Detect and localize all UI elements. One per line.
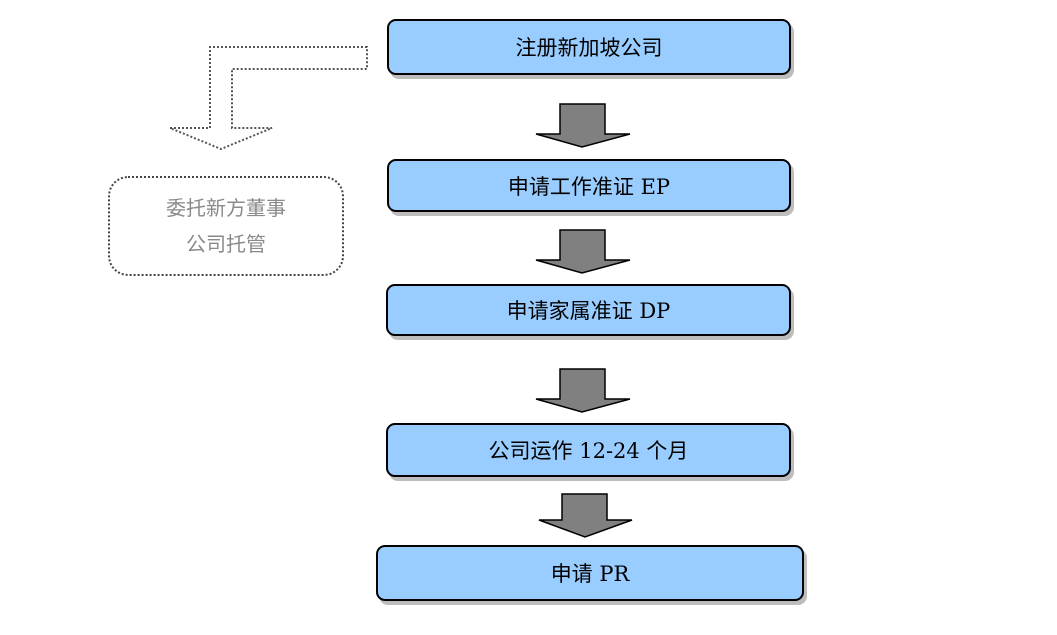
side-box-line2: 公司托管 (186, 232, 266, 256)
step-label: 申请 PR (550, 562, 630, 586)
step-box-register-company: 注册新加坡公司 (387, 19, 791, 75)
step-label: 申请家属准证 DP (506, 299, 671, 323)
step-box-apply-pr: 申请 PR (376, 545, 804, 601)
branch-arrow-icon (169, 46, 368, 151)
step-label: 申请工作准证 EP (507, 174, 671, 199)
step-label: 注册新加坡公司 (515, 36, 663, 60)
down-arrow-icon (538, 493, 633, 538)
side-box-line1: 委托新方董事 (166, 196, 286, 220)
down-arrow-icon (535, 229, 631, 274)
down-arrow-icon (535, 368, 631, 413)
step-box-apply-ep: 申请工作准证 EP (387, 159, 791, 212)
side-box-nominee-director: 委托新方董事 公司托管 (108, 176, 344, 276)
step-box-company-operation: 公司运作 12-24 个月 (386, 423, 791, 477)
down-arrow-icon (535, 103, 631, 148)
step-label: 公司运作 12-24 个月 (488, 439, 689, 463)
step-box-apply-dp: 申请家属准证 DP (386, 284, 791, 336)
